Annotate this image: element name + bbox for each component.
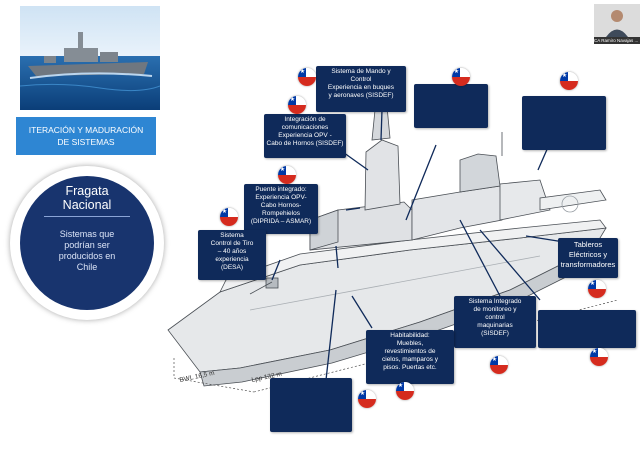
label-habitabilidad: Habitabilidad:Muebles, revestimientos de… bbox=[366, 330, 454, 384]
empty-box-3 bbox=[538, 310, 636, 348]
participant-video bbox=[594, 4, 640, 37]
iteration-banner: ITERACIÓN Y MADURACIÓN DE SISTEMAS bbox=[16, 117, 156, 155]
chile-flag-icon: ★ bbox=[396, 382, 414, 400]
participant-name: CA Ramiro Navajas ... bbox=[594, 37, 640, 44]
chile-flag-icon: ★ bbox=[288, 96, 306, 114]
chile-flag-icon: ★ bbox=[220, 208, 238, 226]
label-puente-integrado: Puente integrado:Experiencia OPV- Cabo H… bbox=[244, 184, 318, 234]
chile-flag-icon: ★ bbox=[560, 72, 578, 90]
banner-line-2: DE SISTEMAS bbox=[57, 137, 115, 147]
chile-flag-icon: ★ bbox=[452, 68, 470, 86]
chile-flag-icon: ★ bbox=[588, 280, 606, 298]
empty-box-4 bbox=[270, 378, 352, 432]
circle-body: Sistemas que podrían ser producidos en C… bbox=[58, 229, 116, 272]
chile-flag-icon: ★ bbox=[358, 390, 376, 408]
frigate-diagram: BWL 16,5 m Lpp 132 m bbox=[167, 70, 619, 393]
chile-flag-icon: ★ bbox=[490, 356, 508, 374]
banner-line-1: ITERACIÓN Y MADURACIÓN bbox=[28, 125, 144, 135]
empty-box-1 bbox=[414, 84, 488, 128]
fragata-nacional-circle: Fragata Nacional Sistemas que podrían se… bbox=[20, 176, 154, 310]
webcam-thumbnail[interactable]: CA Ramiro Navajas ... bbox=[594, 4, 640, 44]
chile-flag-icon: ★ bbox=[278, 166, 296, 184]
circle-title: Fragata Nacional bbox=[62, 184, 112, 212]
circle-divider bbox=[44, 216, 130, 217]
chile-flag-icon: ★ bbox=[590, 348, 608, 366]
chile-flag-icon: ★ bbox=[298, 68, 316, 86]
empty-box-2 bbox=[522, 96, 606, 150]
frigate-photo bbox=[20, 6, 160, 110]
